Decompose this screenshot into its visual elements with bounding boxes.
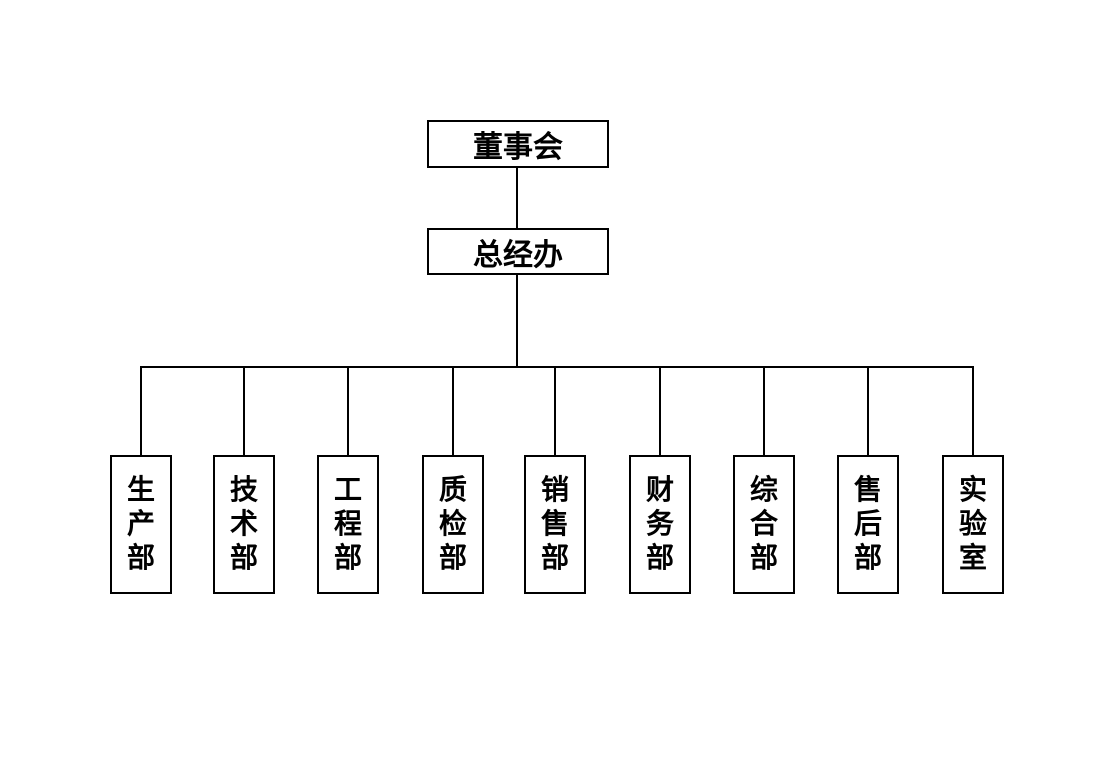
connector-drop-production	[140, 366, 142, 455]
org-node-office: 总经办	[427, 228, 609, 275]
org-node-engineering: 工程部	[317, 455, 379, 594]
connector-bus-line	[140, 366, 974, 368]
org-node-sales-label: 销售部	[541, 474, 570, 574]
org-node-production: 生产部	[110, 455, 172, 594]
connector-drop-technology	[243, 366, 245, 455]
org-node-quality-label: 质检部	[439, 474, 468, 574]
connector-drop-quality	[452, 366, 454, 455]
org-node-technology: 技术部	[213, 455, 275, 594]
org-node-sales: 销售部	[524, 455, 586, 594]
org-node-laboratory-label: 实验室	[959, 474, 988, 574]
org-node-finance: 财务部	[629, 455, 691, 594]
org-node-laboratory: 实验室	[942, 455, 1004, 594]
connector-drop-sales	[554, 366, 556, 455]
connector-office-bus	[516, 275, 518, 367]
org-node-quality: 质检部	[422, 455, 484, 594]
org-node-technology-label: 技术部	[230, 474, 259, 574]
connector-drop-aftersales	[867, 366, 869, 455]
org-node-board: 董事会	[427, 120, 609, 168]
org-node-engineering-label: 工程部	[334, 474, 363, 574]
org-node-aftersales: 售后部	[837, 455, 899, 594]
org-node-office-label: 总经办	[473, 238, 563, 272]
org-node-finance-label: 财务部	[646, 474, 675, 574]
org-node-aftersales-label: 售后部	[854, 474, 883, 574]
connector-board-office	[516, 168, 518, 228]
connector-drop-general	[763, 366, 765, 455]
org-node-production-label: 生产部	[127, 474, 156, 574]
org-node-general: 综合部	[733, 455, 795, 594]
connector-drop-laboratory	[972, 366, 974, 455]
connector-drop-finance	[659, 366, 661, 455]
org-node-board-label: 董事会	[473, 131, 563, 164]
org-node-general-label: 综合部	[750, 474, 779, 574]
connector-drop-engineering	[347, 366, 349, 455]
